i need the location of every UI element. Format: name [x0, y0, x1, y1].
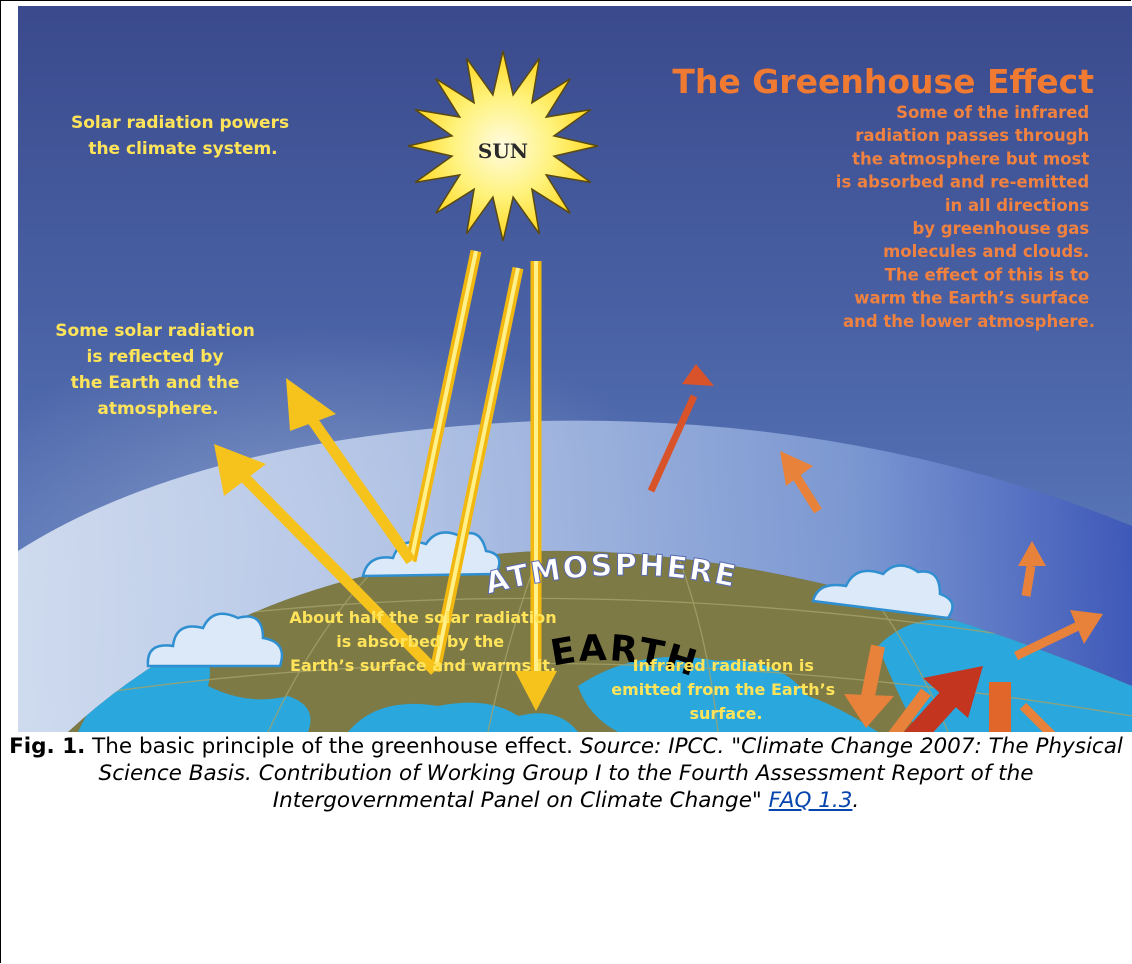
diagram-title: The Greenhouse Effect: [672, 62, 1094, 101]
figure-caption: Fig. 1. The basic principle of the green…: [0, 733, 1132, 814]
caption-end: .: [852, 788, 860, 813]
absorbed-text-lines: is absorbed by the Earth’s surface and w…: [290, 632, 556, 675]
infrared-text: Infrared radiation is emitted from the E…: [611, 656, 841, 723]
greenhouse-text: Some of the infrared radiation passes th…: [836, 103, 1095, 331]
sun-label: SUN: [478, 139, 528, 163]
faq-link[interactable]: FAQ 1.3: [768, 788, 853, 813]
greenhouse-diagram: SUN ATMOSPHERE EARTH The Greenhouse Effe…: [18, 6, 1132, 732]
caption-lead: Fig. 1.: [9, 734, 86, 759]
reflected-text: Some solar radiation is reflected by the…: [55, 321, 260, 419]
caption-source: Source: IPCC. "Climate Change 2007: The …: [98, 734, 1123, 813]
solar-power-text: Solar radiation powers the climate syste…: [71, 113, 295, 159]
caption-text: The basic principle of the greenhouse ef…: [85, 734, 580, 759]
infrared-radiation-arrows: [647, 364, 1103, 732]
sun-icon: SUN: [407, 50, 599, 242]
cloud-icon: [146, 531, 954, 668]
absorbed-text: About half the solar radiation: [289, 608, 556, 627]
atmosphere-band: [18, 420, 1132, 732]
solar-radiation-arrows: [214, 249, 557, 711]
